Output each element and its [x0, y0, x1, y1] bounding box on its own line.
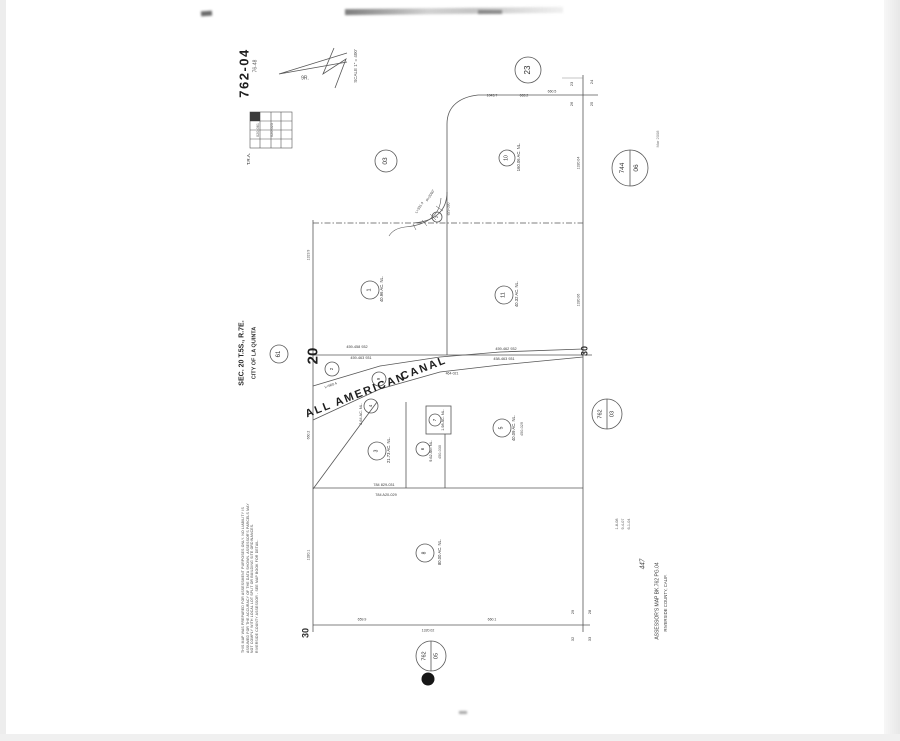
revision-note-a: 1-8-08: [615, 518, 620, 530]
page-circle-mid-right: 03: [609, 410, 616, 418]
corner-br-2: 28: [587, 609, 592, 615]
dim-bottom-b: 660.1: [487, 617, 497, 622]
dim-right-b: 1320.06: [576, 293, 581, 307]
section-title: SEC. 20 T.5S., R.7E.: [238, 320, 246, 386]
page-circle-bottom-left: 762: [421, 651, 428, 661]
dim-mid-left-above: 459-458 932: [346, 345, 368, 350]
dim-left-a: 1319.9: [306, 249, 311, 261]
disclaimer-block: THIS MAP WAS PREPARED FOR ASSESSMENT PUR…: [241, 503, 259, 653]
assessor-map-line: ASSESSOR'S MAP BK.762 PG.04: [654, 562, 661, 640]
parcel-8-area: 80.00 AC. NL.: [436, 538, 442, 566]
parcel-4-number: 4: [367, 404, 373, 408]
page-stamp-small: 9R.: [301, 75, 309, 82]
section-circle-label: 23: [523, 65, 532, 75]
parcel-2-number: 2: [328, 367, 334, 371]
tra-code-a: 020-061: [256, 123, 261, 137]
parcel-6-number: 6: [419, 447, 425, 451]
county-line: RIVERSIDE COUNTY, CALIF.: [662, 574, 668, 632]
parcel-7-area: 1.98 AC. NL.: [441, 409, 446, 431]
corner-br-4: 33: [587, 636, 592, 642]
section-number-right: 30: [579, 345, 590, 357]
dim-mid-right-above: 459-462 932: [495, 347, 517, 352]
page-circle-top-right: 06: [632, 164, 640, 172]
parcel-9-number: 9: [375, 377, 381, 381]
disclaimer-line-4: RIVERSIDE COUNTY ASSESSOR - SEE MAP BOOK…: [254, 539, 259, 653]
scan-smear-blob: [478, 10, 502, 14]
parcel-1-area: 40.96 AC. NL.: [378, 275, 384, 303]
corner-br-1: 29: [570, 609, 575, 615]
parcel-7-number: 7: [431, 418, 437, 422]
dim-right-a: 1320.04: [576, 156, 581, 170]
parcel-11-area: 40.32 AC. NL.: [513, 280, 519, 308]
dim-mid-right-below: 458-463 931: [493, 357, 515, 362]
parcel-1-number: 1: [366, 288, 373, 292]
dim-top-a: 1043.7: [486, 93, 498, 98]
scan-mark-bottom: [459, 711, 467, 714]
dim-top-b: 663.2: [519, 93, 529, 98]
page-stamp-447: 447: [638, 558, 647, 570]
parcel-5-number: 5: [498, 426, 505, 430]
corner-br-3: 32: [570, 636, 575, 642]
parcel-8-number: 8: [421, 551, 428, 555]
parcel-4-area: 2.64 AC. NL.: [359, 403, 364, 425]
dim-bottom-c: 1320.02: [421, 628, 435, 633]
adjacent-page-circle-label: 03: [381, 157, 389, 165]
dim-left-b: 660.2: [306, 430, 311, 440]
section-number-left: 20: [304, 347, 322, 365]
page-circle-mid-left: 762: [597, 409, 604, 419]
corner-tr-3: 26: [569, 101, 574, 107]
revision-note-c: 6-1-04: [627, 518, 632, 530]
parcel-3-number: 3: [373, 449, 380, 453]
parcel-11-number: 11: [500, 292, 507, 298]
map-book-ref: 76-48: [252, 59, 259, 73]
dim-curve-ref: 829-030: [446, 202, 451, 216]
dim-canal-block-ref-a: 784 829-031: [373, 483, 395, 488]
revision-note-b: 9-4-07: [621, 518, 626, 530]
parcel-10-number: 10: [503, 155, 510, 161]
parcel-5-area: 40.09 AC. NL.: [510, 414, 516, 442]
corner-tr-1: 23: [569, 81, 574, 87]
parcel-6-ref: 450-030: [438, 445, 443, 459]
dim-canal-ref: 464-021: [445, 371, 459, 376]
city-title: CITY OF LA QUINTA: [251, 326, 258, 380]
page-circle-top-left: 744: [618, 162, 626, 174]
parcel-2b-number: 2: [434, 215, 439, 219]
corner-tr-2: 24: [589, 79, 594, 85]
tra-code-b: 020-025: [270, 123, 275, 137]
corner-tr-4: 25: [589, 101, 594, 107]
dim-bottom-a: 659.9: [357, 617, 367, 622]
section-number-bottom-left: 30: [300, 627, 311, 639]
dim-top-c: 660.5: [547, 89, 557, 94]
scale-note: SCALE 1" = 400': [352, 49, 358, 83]
page-circle-bottom-right: 05: [433, 652, 440, 660]
parcel-10-area: 160.06 AC. NL.: [515, 142, 521, 172]
tra-circle-label: 61: [276, 350, 282, 358]
parcel-6-area: 9.62 AC. NL.: [429, 440, 434, 462]
dim-left-c: 1320.1: [306, 549, 311, 561]
parcel-5-ref: 450-029: [520, 422, 525, 436]
parcel-3-area: 21.73 AC. NL.: [385, 436, 391, 464]
dim-canal-block-ref-b: 784 A20-029: [375, 493, 397, 498]
dim-mid-left-below: 459-463 931: [350, 356, 372, 361]
date-note: Mar 2008: [655, 130, 660, 148]
disclaimer-line-1: THIS MAP WAS PREPARED FOR ASSESSMENT PUR…: [240, 507, 245, 653]
map-number: 762-04: [236, 48, 252, 98]
tra-label: T.R.A.: [245, 152, 251, 166]
